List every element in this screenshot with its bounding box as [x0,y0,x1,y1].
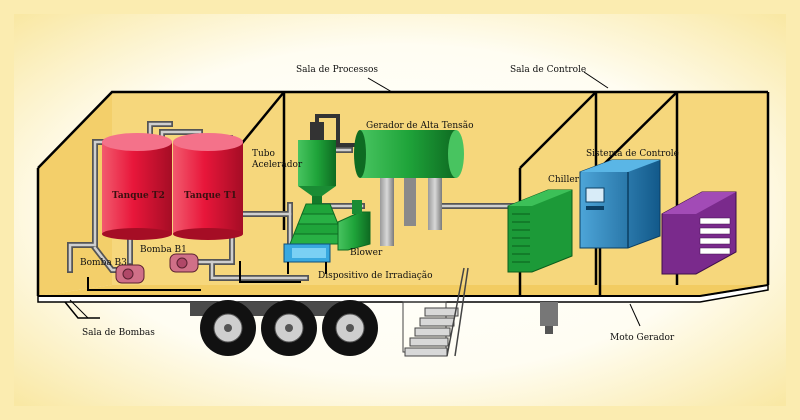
trailer-wheels [200,300,378,356]
motor-generator [661,191,737,275]
label-chiller: Chiller [548,175,580,185]
blower [337,200,371,251]
label-sistema-controle: Sistema de Controle [586,149,679,159]
label-tanque-t1: Tanque T1 [184,191,237,201]
label-bomba-b1: Bomba B1 [140,245,187,255]
label-sala-controle: Sala de Controle [510,65,586,75]
label-acelerador: Acelerador [251,160,303,170]
label-tanque-t2: Tanque T2 [112,191,165,201]
access-stairs [404,267,469,357]
label-moto-gerador: Moto Gerador [610,333,675,343]
tank-t1 [173,133,243,240]
pump-b1 [169,253,199,273]
wheel [322,300,378,356]
accelerator-tube [289,114,360,245]
irradiation-device [283,243,331,274]
label-pointers [69,71,641,327]
wheel [200,300,256,356]
pump-b3 [115,264,145,284]
label-sala-processos: Sala de Processos [296,65,378,75]
label-blower: Blower [350,248,383,258]
label-dispositivo-irradiacao: Dispositivo de Irradiação [318,270,433,281]
label-gerador-alta-tensao: Gerador de Alta Tensão [366,120,474,131]
chiller [507,189,573,273]
label-bomba-b3: Bomba B3 [80,258,127,268]
tank-t2 [102,133,172,240]
label-tubo: Tubo [252,149,275,159]
high-voltage-generator [354,130,464,246]
control-system-cabinet [579,159,661,249]
label-sala-bombas: Sala de Bombas [82,328,155,338]
wheel [261,300,317,356]
